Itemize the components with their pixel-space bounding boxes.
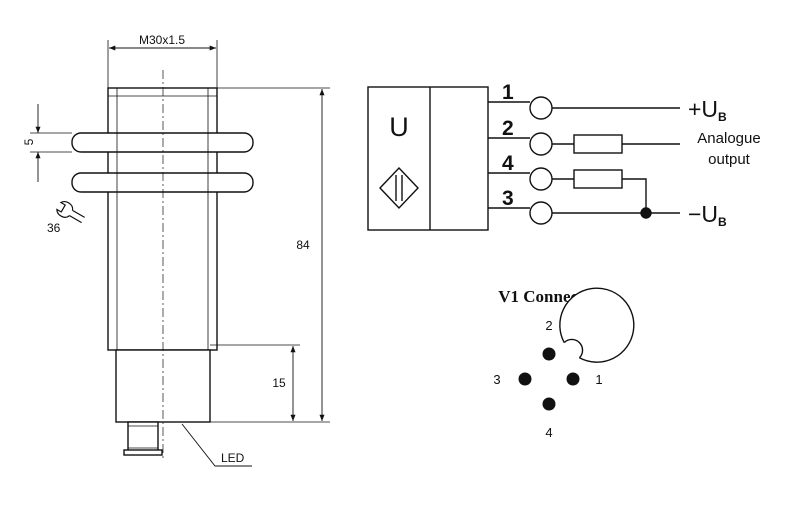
wrench-icon — [56, 201, 85, 224]
connector-plug — [127, 421, 159, 453]
connector-pin-4 — [542, 397, 556, 411]
lock-nut-upper — [71, 132, 254, 153]
connector-label-left: 3 — [493, 372, 500, 387]
connector-pin-2 — [542, 347, 556, 361]
connector-label-right: 1 — [595, 372, 602, 387]
connector-pin-1 — [566, 372, 580, 386]
threaded-body — [107, 87, 218, 351]
pin-number-1: 1 — [502, 81, 514, 104]
led-label: LED — [221, 451, 245, 465]
connector-label-bottom: 4 — [545, 425, 552, 440]
terminal-pin-4 — [529, 167, 553, 191]
terminal-pin-1 — [529, 96, 553, 120]
connector-key-notch — [563, 338, 584, 359]
junction-dot — [640, 207, 652, 219]
terminal-pin-2 — [529, 132, 553, 156]
thread-size-label: M30x1.5 — [139, 33, 185, 47]
plus-supply-label: +UB — [688, 96, 727, 124]
wrench-size-label: 36 — [47, 221, 61, 235]
housing-length-label: 15 — [272, 376, 286, 390]
connector-pin-3 — [518, 372, 532, 386]
terminal-pin-3 — [529, 201, 553, 225]
sensor-diamond-icon — [379, 166, 419, 210]
sensor-housing-drawing — [30, 40, 330, 467]
analogue-output-label-line2: output — [708, 151, 751, 168]
analogue-output-label-line1: Analogue — [697, 130, 760, 147]
resistor-analogue — [573, 134, 623, 154]
sensor-symbol-label: U — [389, 112, 409, 142]
minus-supply-label: −UB — [688, 201, 727, 229]
total-length-label: 84 — [296, 238, 310, 252]
nut-height-label: 5 — [22, 138, 36, 145]
pin-number-4: 4 — [502, 152, 514, 175]
connector-label-top: 2 — [545, 318, 552, 333]
sensor-block — [367, 86, 489, 231]
led-leader-line — [181, 423, 252, 467]
resistor-pin-4 — [573, 169, 623, 189]
wiring-diagram — [367, 86, 680, 231]
connector-face — [518, 287, 635, 411]
lock-nut-lower — [71, 172, 254, 193]
pin-number-2: 2 — [502, 117, 514, 140]
connector-outline — [559, 287, 635, 363]
pin-number-3: 3 — [502, 187, 514, 210]
